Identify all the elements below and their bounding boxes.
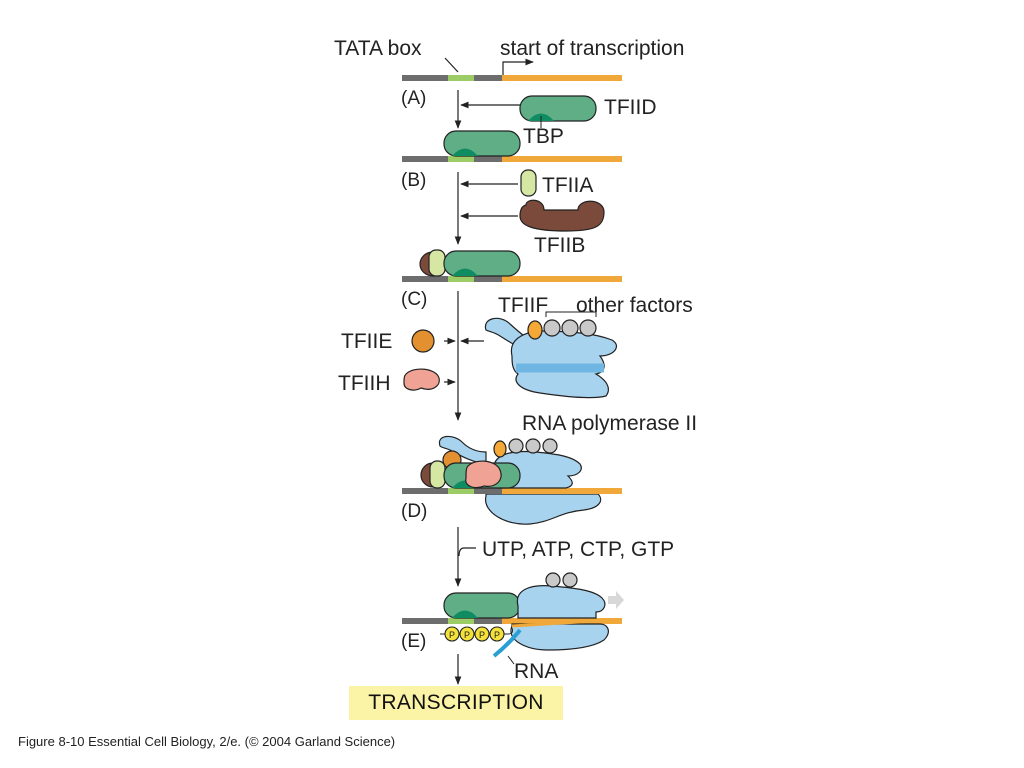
tfiid-label: TFIID	[604, 96, 657, 119]
start-of-transcription-label: start of transcription	[500, 37, 684, 60]
phosphate-label-3: P	[479, 630, 485, 640]
step-b-label: (B)	[401, 170, 426, 191]
rna-polymerase-ii-label: RNA polymerase II	[522, 412, 697, 435]
tata-box-label: TATA box	[334, 37, 422, 60]
tfiif-label: TFIIF	[498, 294, 548, 317]
phosphate-label-2: P	[464, 630, 470, 640]
tfiih-label: TFIIH	[338, 372, 391, 395]
rna-pointer	[507, 655, 515, 665]
dna-a	[402, 75, 622, 81]
step-e-label: (E)	[401, 631, 426, 652]
preinitiation-complex-d	[420, 435, 582, 489]
phosphate-label-4: P	[494, 630, 500, 640]
tata-box-pointer	[444, 57, 459, 73]
dna-e	[402, 618, 622, 624]
tfiid-bound-b	[443, 130, 521, 157]
rna-polymerase-ii-elongating	[510, 572, 624, 651]
dna-b	[402, 156, 622, 162]
other-factors-bracket	[545, 311, 597, 317]
tfiie-protein	[411, 329, 435, 353]
rna-strand	[492, 628, 522, 658]
ntp-arrow	[458, 547, 476, 557]
step-c-label: (C)	[401, 289, 427, 310]
complex-c	[419, 249, 521, 277]
tfiid-bound-e	[443, 592, 521, 619]
start-arrow	[502, 58, 534, 77]
other-factors-free	[543, 319, 597, 337]
polymerase-lower-d	[485, 493, 602, 525]
tfiie-label: TFIIE	[341, 330, 392, 353]
tfiia-protein	[520, 169, 537, 197]
transcription-banner: TRANSCRIPTION	[349, 686, 563, 720]
other-factors-label: other factors	[576, 294, 693, 317]
ntps-label: UTP, ATP, CTP, GTP	[482, 538, 674, 561]
dna-c	[402, 276, 622, 282]
tbp-label: TBP	[523, 125, 564, 148]
step-a-label: (A)	[401, 88, 426, 109]
rna-label: RNA	[514, 660, 558, 683]
tfiif-protein	[527, 320, 543, 340]
dna-d	[402, 488, 622, 494]
rna-polymerase-ii-free	[484, 317, 617, 399]
figure-caption: Figure 8-10 Essential Cell Biology, 2/e.…	[18, 734, 396, 749]
phosphorylated-tail: P P P P	[440, 626, 513, 642]
phosphate-label-1: P	[449, 630, 455, 640]
tfiib-protein	[519, 199, 605, 232]
step-d-label: (D)	[401, 501, 427, 522]
tfiid-protein	[519, 95, 597, 122]
tfiih-protein	[403, 368, 440, 391]
tfiib-label: TFIIB	[534, 234, 585, 257]
tfiia-label: TFIIA	[542, 174, 593, 197]
